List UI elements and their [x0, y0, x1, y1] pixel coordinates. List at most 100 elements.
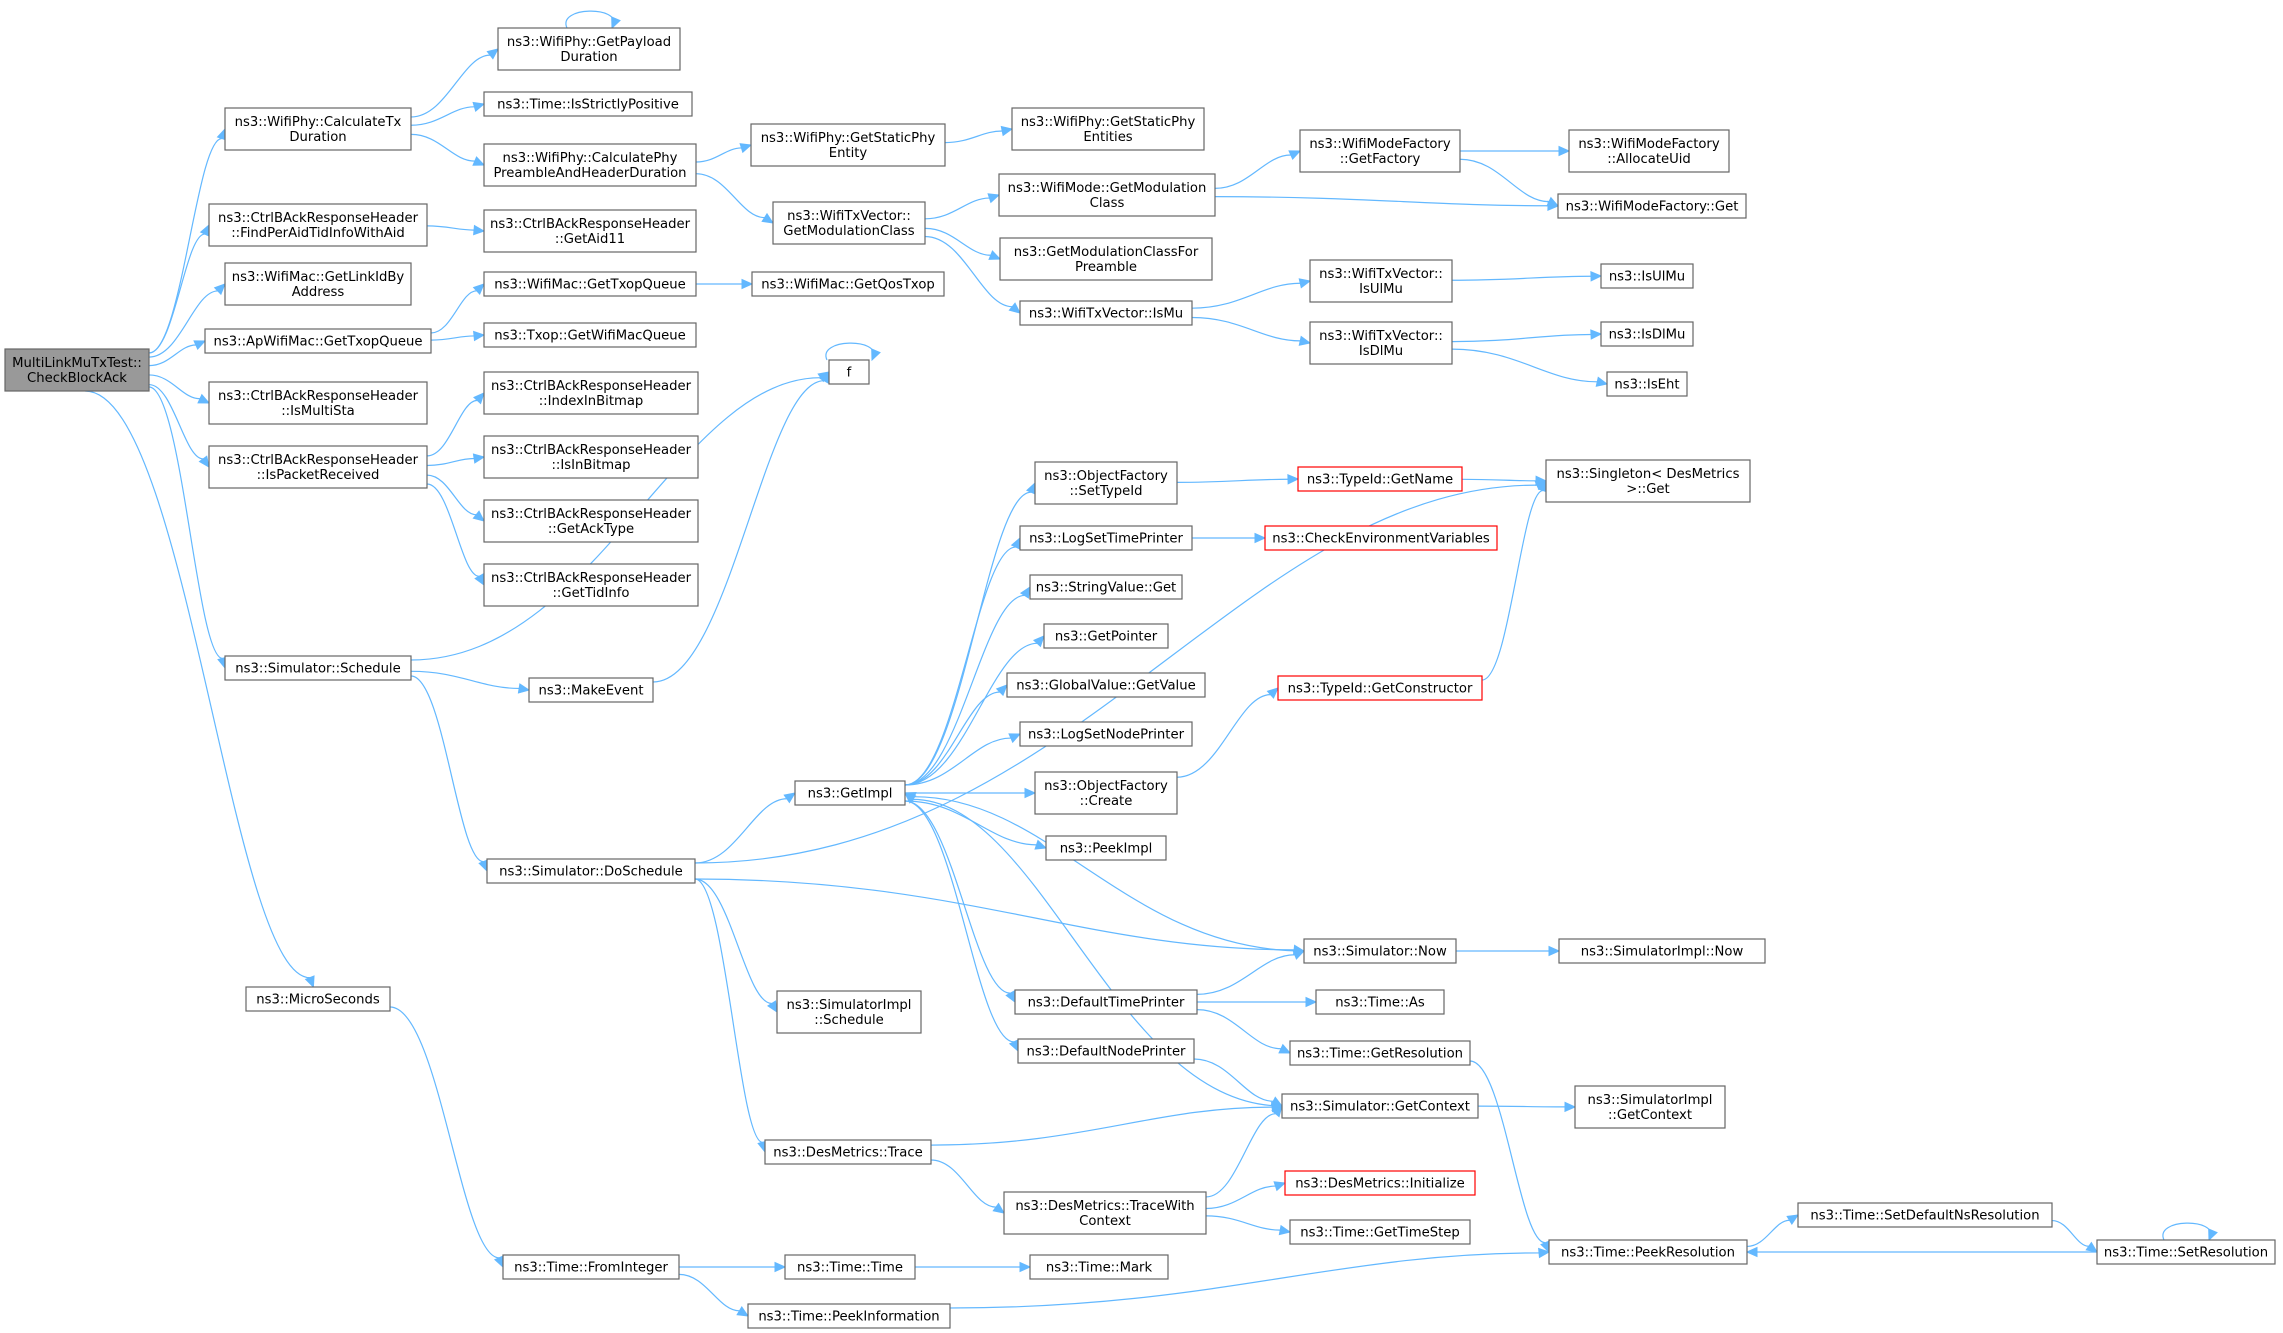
function-node-ns3-getpointer[interactable]: ns3::GetPointer	[1043, 623, 1169, 649]
node-box	[2096, 1239, 2276, 1265]
call-edge-calcTx-to-getPayload	[410, 48, 499, 118]
function-node-ns3-logsetnodeprinter[interactable]: ns3::LogSetNodePrinter	[1019, 721, 1193, 747]
node-box	[1034, 461, 1178, 505]
node-label: ::AllocateUid	[1607, 152, 1691, 167]
function-node-ns3-time-getresolution[interactable]: ns3::Time::GetResolution	[1289, 1040, 1471, 1066]
function-node-ns3-time-setresolution[interactable]: ns3::Time::SetResolution	[2096, 1239, 2276, 1265]
function-node-ns3-time-as[interactable]: ns3::Time::As	[1315, 989, 1445, 1015]
node-label: ns3::SimulatorImpl	[787, 998, 912, 1013]
call-edge-doSchedule-to-getImpl	[694, 792, 796, 864]
function-node-ns3-apwifimac-gettxopqueue[interactable]: ns3::ApWifiMac::GetTxopQueue	[204, 328, 432, 354]
function-node-ns3-simulator-now[interactable]: ns3::Simulator::Now	[1303, 938, 1457, 964]
node-box	[1029, 1254, 1169, 1280]
function-node-ns3-ctrlbackresponseheader-isinbitmap[interactable]: ns3::CtrlBAckResponseHeader::IsInBitmap	[483, 435, 699, 479]
function-node-ns3-singleton-desmetrics-get[interactable]: ns3::Singleton< DesMetrics >::Get	[1545, 459, 1751, 503]
function-node-ns3-stringvalue-get[interactable]: ns3::StringValue::Get	[1029, 574, 1183, 600]
function-node-ns3-simulator-doschedule[interactable]: ns3::Simulator::DoSchedule	[486, 858, 696, 884]
function-node-ns3-ctrlbackresponseheader-findperaidtidinfowithaid[interactable]: ns3::CtrlBAckResponseHeader::FindPerAidT…	[208, 203, 428, 247]
function-node-multilinkmutxtest-checkblockack[interactable]: MultiLinkMuTxTest::CheckBlockAck	[4, 348, 150, 392]
function-node-ns3-getimpl[interactable]: ns3::GetImpl	[794, 780, 906, 806]
function-node-ns3-txop-getwifimacqueue[interactable]: ns3::Txop::GetWifiMacQueue	[483, 322, 697, 348]
function-node-ns3-makeevent[interactable]: ns3::MakeEvent	[528, 677, 654, 703]
node-label: ns3::CtrlBAckResponseHeader	[491, 507, 692, 522]
function-node-ns3-checkenvironmentvariables[interactable]: ns3::CheckEnvironmentVariables	[1264, 525, 1498, 551]
node-label: GetModulationClass	[783, 224, 915, 239]
function-node-ns3-wifitxvector-isulmu[interactable]: ns3::WifiTxVector::IsUlMu	[1309, 259, 1453, 303]
function-node-ns3-typeid-getname[interactable]: ns3::TypeId::GetName	[1297, 466, 1463, 492]
function-node-ns3-wifimac-gettxopqueue[interactable]: ns3::WifiMac::GetTxopQueue	[483, 271, 697, 297]
function-node-ns3-time-time[interactable]: ns3::Time::Time	[784, 1254, 916, 1280]
function-node-ns3-wifimodefactory-get[interactable]: ns3::WifiModeFactory::Get	[1557, 193, 1747, 219]
function-node-ns3-wifitxvector-isdlmu[interactable]: ns3::WifiTxVector::IsDlMu	[1309, 321, 1453, 365]
function-node-ns3-ctrlbackresponseheader-ismultista[interactable]: ns3::CtrlBAckResponseHeader::IsMultiSta	[208, 381, 428, 425]
function-node-ns3-time-peekinformation[interactable]: ns3::Time::PeekInformation	[747, 1303, 951, 1329]
function-node-ns3-isdlmu[interactable]: ns3::IsDlMu	[1600, 321, 1694, 347]
function-node-ns3-ctrlbackresponseheader-getaid11[interactable]: ns3::CtrlBAckResponseHeader::GetAid11	[483, 209, 697, 253]
function-node-ns3-wifimode-getmodulationclass[interactable]: ns3::WifiMode::GetModulationClass	[998, 173, 1216, 217]
function-node-ns3-time-peekresolution[interactable]: ns3::Time::PeekResolution	[1548, 1239, 1748, 1265]
node-label: ns3::WifiMac::GetLinkIdBy	[232, 270, 405, 285]
function-node-ns3-globalvalue-getvalue[interactable]: ns3::GlobalValue::GetValue	[1006, 672, 1206, 698]
function-node-ns3-desmetrics-initialize[interactable]: ns3::DesMetrics::Initialize	[1284, 1170, 1476, 1196]
call-edge-isDlMuV-to-isDlMu	[1451, 329, 1603, 343]
function-node-ns3-isulmu[interactable]: ns3::IsUlMu	[1600, 263, 1694, 289]
function-node-ns3-wifimac-getqostxop[interactable]: ns3::WifiMac::GetQosTxop	[751, 271, 945, 297]
call-edge-doSchedule-to-implSchedule	[694, 878, 778, 1014]
call-edge-getImpl-to-peekImpl	[904, 800, 1048, 850]
call-edge-getImpl-to-logSetTime	[904, 536, 1021, 786]
function-node-ns3-wifimodefactory-allocateuid[interactable]: ns3::WifiModeFactory::AllocateUid	[1568, 129, 1730, 173]
function-node-ns3-desmetrics-trace[interactable]: ns3::DesMetrics::Trace	[764, 1139, 932, 1165]
node-label: Duration	[560, 50, 617, 65]
function-node-ns3-simulatorimpl-now[interactable]: ns3::SimulatorImpl::Now	[1558, 938, 1766, 964]
function-node-ns3-wifiphy-calculatephypreambleandheaderduration[interactable]: ns3::WifiPhy::CalculatePhyPreambleAndHea…	[483, 143, 697, 187]
function-node-ns3-defaultnodeprinter[interactable]: ns3::DefaultNodePrinter	[1017, 1038, 1195, 1064]
function-node-ns3-wifitxvector-ismu[interactable]: ns3::WifiTxVector::IsMu	[1019, 300, 1193, 326]
node-box	[1284, 1170, 1476, 1196]
call-edge-apTxop-to-txopQueue	[430, 330, 486, 342]
function-node-ns3-time-gettimestep[interactable]: ns3::Time::GetTimeStep	[1289, 1219, 1471, 1245]
call-edge-getFactory-to-allocUid	[1460, 145, 1571, 157]
node-label: ns3::WifiMac::GetQosTxop	[761, 278, 935, 293]
function-node-ns3-ctrlbackresponseheader-getacktype[interactable]: ns3::CtrlBAckResponseHeader::GetAckType	[483, 499, 699, 543]
function-node-ns3-objectfactory-settypeid[interactable]: ns3::ObjectFactory::SetTypeId	[1034, 461, 1178, 505]
node-label: ::IsInBitmap	[551, 458, 630, 473]
function-node-ns3-time-frominteger[interactable]: ns3::Time::FromInteger	[502, 1254, 680, 1280]
function-node-ns3-defaulttimeprinter[interactable]: ns3::DefaultTimePrinter	[1014, 989, 1198, 1015]
function-node-f[interactable]: f	[828, 359, 870, 385]
node-label: ::GetContext	[1608, 1108, 1692, 1123]
function-node-ns3-simulatorimpl-getcontext[interactable]: ns3::SimulatorImpl::GetContext	[1574, 1085, 1726, 1129]
node-label: ns3::WifiPhy::GetPayload	[507, 35, 671, 50]
function-node-ns3-typeid-getconstructor[interactable]: ns3::TypeId::GetConstructor	[1277, 675, 1483, 701]
function-node-ns3-ctrlbackresponseheader-gettidinfo[interactable]: ns3::CtrlBAckResponseHeader::GetTidInfo	[483, 563, 699, 607]
function-node-ns3-simulator-schedule[interactable]: ns3::Simulator::Schedule	[224, 655, 412, 681]
function-node-ns3-wifimodefactory-getfactory[interactable]: ns3::WifiModeFactory::GetFactory	[1299, 129, 1461, 173]
call-edge-getImpl-to-stringGet	[904, 585, 1031, 786]
function-node-ns3-time-isstrictlypositive[interactable]: ns3::Time::IsStrictlyPositive	[483, 91, 693, 117]
function-node-ns3-wifitxvector-getmodulationclass[interactable]: ns3::WifiTxVector::GetModulationClass	[772, 201, 926, 245]
function-node-ns3-ctrlbackresponseheader-indexinbitmap[interactable]: ns3::CtrlBAckResponseHeader::IndexInBitm…	[483, 371, 699, 415]
node-box	[483, 371, 699, 415]
node-label: ns3::WifiTxVector::	[1319, 329, 1443, 344]
node-label: ns3::Time::As	[1335, 996, 1425, 1011]
function-node-ns3-iseht[interactable]: ns3::IsEht	[1606, 371, 1688, 397]
function-node-ns3-simulatorimpl-schedule[interactable]: ns3::SimulatorImpl::Schedule	[776, 990, 922, 1034]
function-node-ns3-peekimpl[interactable]: ns3::PeekImpl	[1045, 835, 1167, 861]
node-box	[1281, 1093, 1479, 1119]
call-edge-peekInfo-to-peekRes	[949, 1247, 1551, 1309]
node-label: Preamble	[1075, 260, 1137, 275]
function-node-ns3-simulator-getcontext[interactable]: ns3::Simulator::GetContext	[1281, 1093, 1479, 1119]
function-node-ns3-time-mark[interactable]: ns3::Time::Mark	[1029, 1254, 1169, 1280]
function-node-ns3-logsettimeprinter[interactable]: ns3::LogSetTimePrinter	[1019, 525, 1193, 551]
function-node-ns3-ctrlbackresponseheader-ispacketreceived[interactable]: ns3::CtrlBAckResponseHeader::IsPacketRec…	[208, 445, 428, 489]
function-node-ns3-objectfactory-create[interactable]: ns3::ObjectFactory::Create	[1034, 771, 1178, 815]
function-node-ns3-microseconds[interactable]: ns3::MicroSeconds	[245, 986, 391, 1012]
node-label: ns3::CtrlBAckResponseHeader	[490, 217, 691, 232]
function-node-ns3-time-setdefaultnsresolution[interactable]: ns3::Time::SetDefaultNsResolution	[1797, 1202, 2053, 1228]
